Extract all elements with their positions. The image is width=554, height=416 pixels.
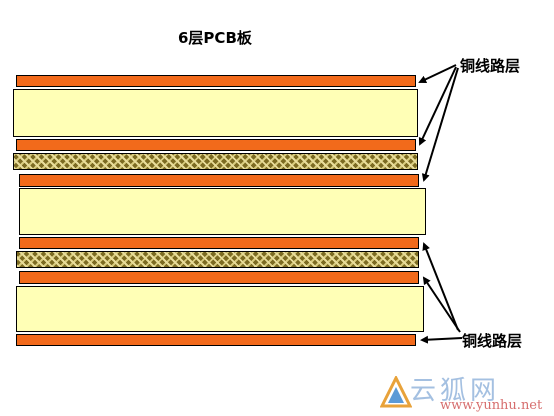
copper-layer-5 — [19, 271, 419, 284]
arrow-to-copper-layer-3 — [421, 67, 459, 182]
watermark-logo-icon — [380, 376, 412, 408]
watermark-url: www.yunhu.net — [440, 398, 543, 413]
copper-layer-2 — [16, 139, 416, 151]
watermark: 云狐网 www.yunhu.net — [380, 374, 550, 414]
arrow-to-copper-layer-5 — [422, 276, 461, 333]
prepreg-layer-2 — [16, 251, 419, 268]
copper-layer-6 — [16, 334, 416, 346]
diagram-title: 6层PCB板 — [178, 29, 252, 47]
arrow-to-copper-layer-6 — [420, 335, 463, 344]
copper-layer-4 — [19, 237, 419, 249]
arrow-to-copper-layer-4 — [422, 242, 459, 331]
copper-layer-1 — [16, 75, 416, 87]
copper-layer-3 — [19, 174, 419, 187]
core-layer-1 — [13, 89, 418, 137]
arrow-to-copper-layer-1 — [418, 64, 457, 84]
arrow-to-copper-layer-2 — [418, 66, 457, 146]
core-layer-2 — [19, 188, 426, 235]
watermark-text: 云狐网 — [410, 376, 501, 406]
prepreg-layer-1 — [13, 153, 418, 170]
label-copper-top: 铜线路层 — [460, 57, 521, 75]
core-layer-3 — [16, 286, 424, 332]
label-copper-bottom: 铜线路层 — [462, 332, 523, 350]
